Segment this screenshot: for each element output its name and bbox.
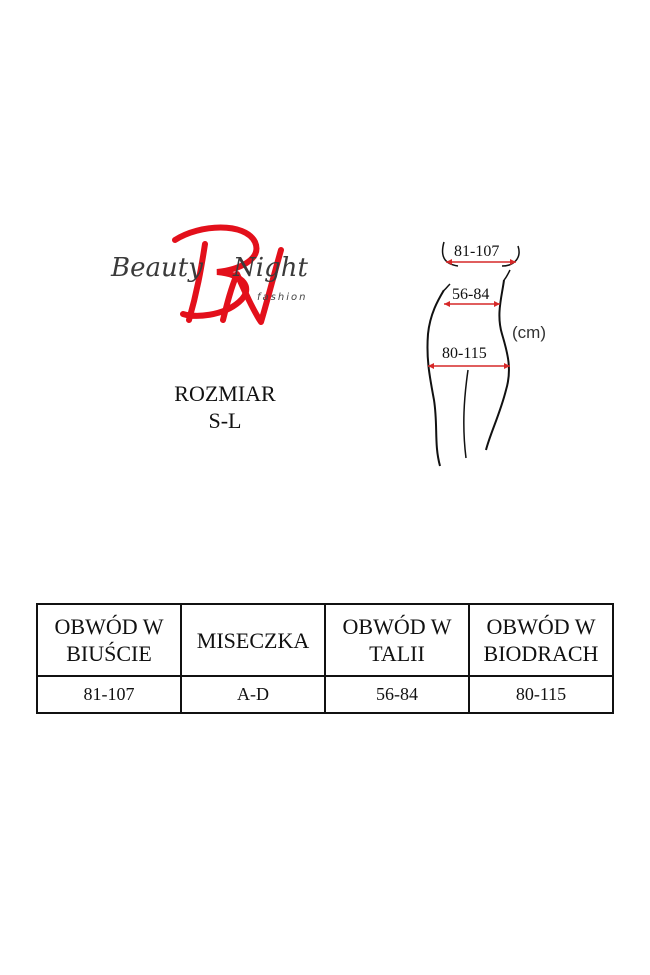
cell-hips: 80-115: [468, 675, 614, 714]
body-measurement-figure: 81-107 56-84 80-115 (cm): [410, 230, 570, 470]
table-header-row: OBWÓD W BIUŚCIE MISECZKA OBWÓD W TALII O…: [36, 603, 614, 677]
size-label: ROZMIAR: [174, 381, 276, 406]
cell-waist: 56-84: [324, 675, 470, 714]
header-bust: OBWÓD W BIUŚCIE: [36, 603, 182, 677]
header-hips-line2: BIODRACH: [483, 641, 599, 666]
header-waist: OBWÓD W TALII: [324, 603, 470, 677]
body-silhouette: 81-107 56-84 80-115 (cm): [426, 241, 546, 467]
size-table: OBWÓD W BIUŚCIE MISECZKA OBWÓD W TALII O…: [36, 603, 614, 714]
header-hips-line1: OBWÓD W: [486, 614, 596, 639]
brand-logo: Beauty Night fashion: [105, 222, 325, 332]
cell-bust: 81-107: [36, 675, 182, 714]
waist-measure-label: 56-84: [452, 286, 489, 303]
header-bust-line2: BIUŚCIE: [66, 641, 152, 666]
logo-word-night: Night: [232, 253, 308, 283]
header-waist-line2: TALII: [369, 641, 425, 666]
logo-graphic: Beauty Night fashion: [110, 224, 308, 325]
logo-word-beauty: Beauty: [110, 253, 203, 283]
header-hips: OBWÓD W BIODRACH: [468, 603, 614, 677]
cell-cup: A-D: [180, 675, 326, 714]
header-waist-line1: OBWÓD W: [342, 614, 452, 639]
bust-measure-label: 81-107: [454, 243, 499, 260]
hips-measure-label: 80-115: [442, 345, 487, 362]
table-row: 81-107 A-D 56-84 80-115: [36, 675, 614, 714]
header-bust-line1: OBWÓD W: [54, 614, 164, 639]
unit-label: (cm): [512, 323, 546, 342]
logo-tagline: fashion: [257, 292, 307, 303]
size-block: ROZMIAR S-L: [150, 380, 300, 434]
size-value: S-L: [208, 408, 242, 433]
header-cup: MISECZKA: [180, 603, 326, 677]
header-cup-line1: MISECZKA: [196, 627, 310, 653]
